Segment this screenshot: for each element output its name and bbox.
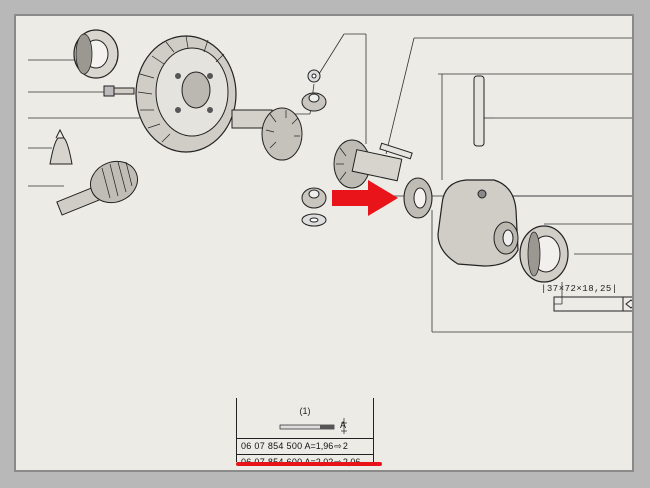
bolt — [103, 85, 135, 97]
thickness-a: A=1,96 — [304, 441, 334, 451]
bearing-top-left — [73, 29, 119, 79]
crown-wheel — [135, 35, 237, 153]
side-gear-left — [231, 107, 303, 161]
shim-dimension-icon — [279, 418, 347, 434]
red-arrow-icon — [332, 180, 398, 216]
table-row: 06 07 854 500 A=1,96⇨2 — [241, 441, 348, 452]
planet-gears — [301, 69, 327, 227]
differential-case — [437, 179, 519, 267]
pinion-shaft — [56, 160, 138, 216]
pins — [379, 75, 485, 160]
shim-table: (1) A 06 07 854 500 A=1,96⇨2 06 07 854 6… — [236, 398, 374, 467]
row-divider — [237, 454, 373, 455]
red-underline — [236, 462, 382, 466]
exploded-diagram — [28, 29, 634, 434]
row-divider — [237, 438, 373, 439]
table-note: (1) — [299, 406, 311, 416]
bearing-right — [519, 225, 569, 283]
part-number: 06 07 854 500 — [241, 441, 303, 451]
reference-box-label: |37×72×18,25| — [541, 284, 618, 294]
side-gear-right — [333, 139, 403, 189]
bag-icon — [49, 128, 73, 165]
arrow-right-icon: ⇨ — [334, 441, 342, 451]
shim-washer — [403, 177, 433, 219]
dimension-label: A — [340, 420, 347, 430]
thickness-result: 2 — [342, 441, 348, 451]
reference-box — [553, 296, 634, 312]
